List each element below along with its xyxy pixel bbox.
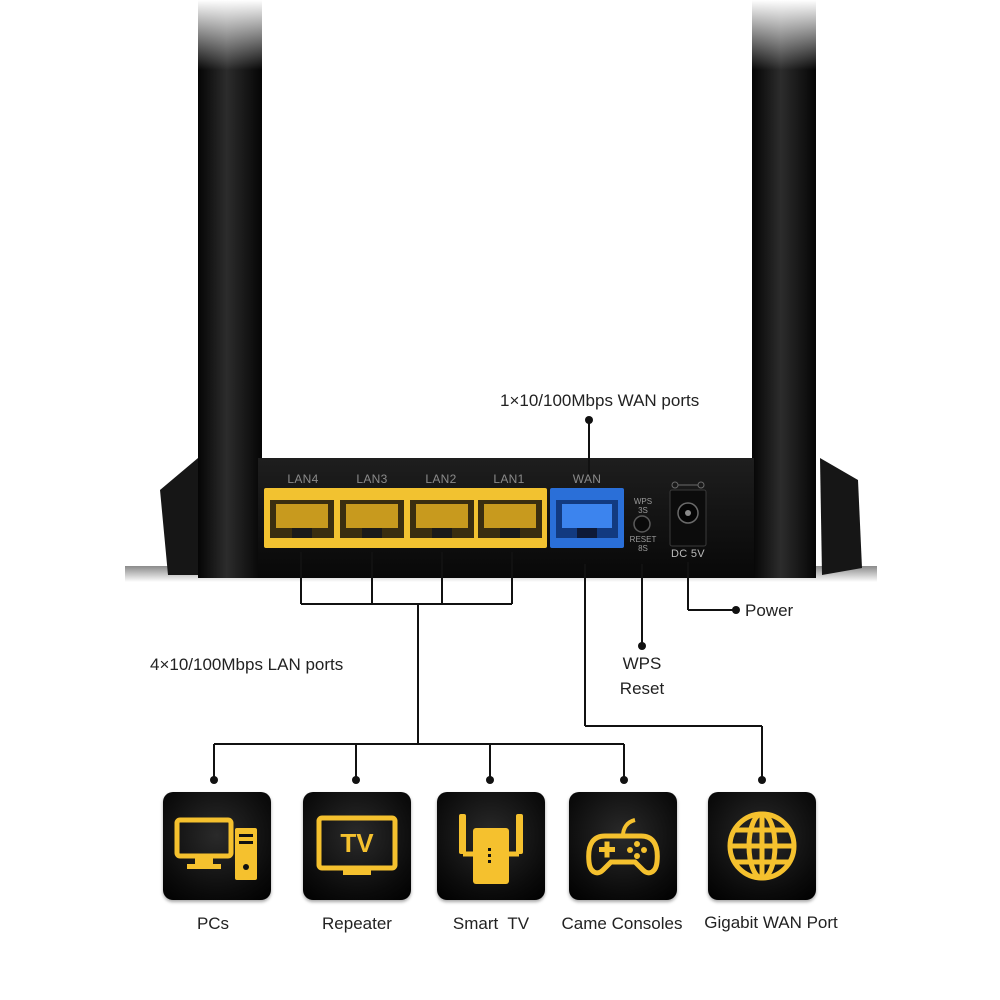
lan3-label: LAN3 (356, 472, 388, 486)
wps-text: WPS (633, 497, 653, 506)
pc-icon (174, 817, 257, 880)
smart-tv-label: Smart TV (452, 914, 530, 933)
gamepad-icon (586, 818, 660, 876)
left-antenna (198, 0, 262, 578)
game-consoles-tile (569, 792, 677, 900)
lan-port-2 (410, 500, 474, 538)
reset-8s-text: 8S (638, 544, 648, 553)
wps-reset-button (633, 515, 651, 533)
reset-text: RESET (629, 535, 657, 544)
lan-port-4 (270, 500, 334, 538)
pcs-label: PCs (196, 914, 230, 933)
gigabit-wan-tile (708, 792, 816, 900)
dc-5v-label: DC 5V (671, 548, 705, 560)
lan1-label: LAN1 (493, 472, 525, 486)
smart-tv-tile (437, 792, 545, 900)
svg-text:TV: TV (340, 828, 374, 858)
reset-8s-label: RESET 8S (630, 535, 657, 553)
repeater-label: Repeater (322, 914, 392, 933)
power-callout: Power (745, 601, 794, 620)
tv-icon: TV (316, 815, 398, 875)
repeater-icon (459, 814, 523, 884)
lan-port-1 (478, 500, 542, 538)
pcs-tile (163, 792, 271, 900)
right-antenna (752, 0, 816, 578)
lan-ports-callout: 4×10/100Mbps LAN ports (150, 655, 344, 674)
gigabit-wan-label: Gigabit WAN Port (704, 913, 838, 932)
wps-3s-label: WPS 3S (634, 497, 652, 515)
connector-dots (210, 416, 766, 784)
router-left-wing (160, 458, 205, 575)
wps-3s-text: 3S (638, 506, 648, 515)
lan2-label: LAN2 (425, 472, 457, 486)
lan-port-3 (340, 500, 404, 538)
wan-label: WAN (572, 472, 602, 486)
wan-port (550, 488, 624, 548)
router-right-wing (820, 458, 862, 575)
reset-callout: Reset (619, 679, 665, 698)
globe-icon (727, 811, 797, 881)
lan-ports (270, 500, 542, 538)
connector-lines (213, 420, 763, 780)
game-consoles-label: Came Consoles (561, 914, 683, 933)
lan-port-block (264, 488, 547, 548)
wan-ports-callout: 1×10/100Mbps WAN ports (500, 391, 700, 410)
dc-power-jack (669, 481, 707, 547)
lan4-label: LAN4 (287, 472, 319, 486)
wps-callout: WPS (622, 654, 662, 673)
repeater-tile: TV (303, 792, 411, 900)
